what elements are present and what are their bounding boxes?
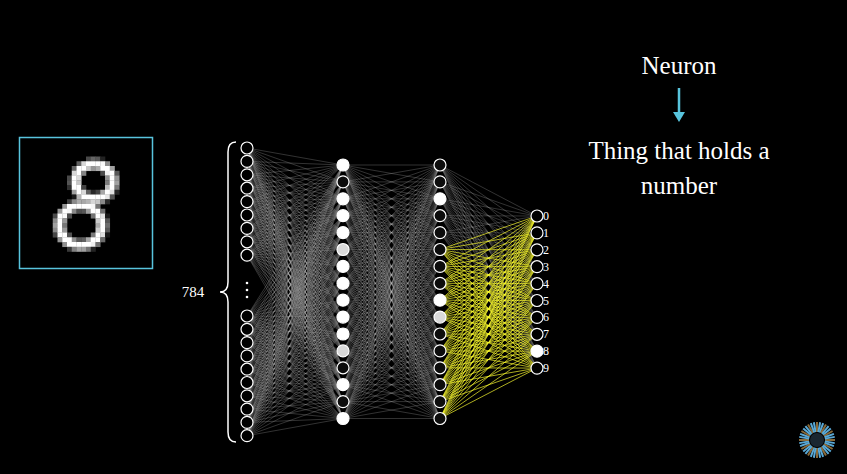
definition-label: Thing that holds a number <box>569 133 789 203</box>
digit-image <box>53 157 120 252</box>
arrow-head <box>673 112 685 122</box>
digit-label: 8 <box>543 343 549 360</box>
input-count: 784 <box>173 282 213 303</box>
arrow-shaft <box>678 88 681 114</box>
ellipsis-dots <box>246 282 249 299</box>
digit-label: 5 <box>543 292 549 309</box>
image-frame <box>20 138 153 269</box>
digit-label: 3 <box>543 258 549 275</box>
digit-label: 6 <box>543 309 549 326</box>
digit-label: 4 <box>543 275 549 292</box>
digit-label: 7 <box>543 326 549 343</box>
digit-label: 0 <box>543 208 549 225</box>
digit-label: 2 <box>543 241 549 258</box>
digit-label: 9 <box>543 360 549 377</box>
input-brace <box>220 142 236 442</box>
neuron-circles <box>241 142 543 442</box>
digit-label: 1 <box>543 224 549 241</box>
weight-lines <box>247 148 537 436</box>
term-label: Neuron <box>579 48 779 83</box>
logo <box>799 422 835 458</box>
highlighted-weights <box>440 216 537 419</box>
